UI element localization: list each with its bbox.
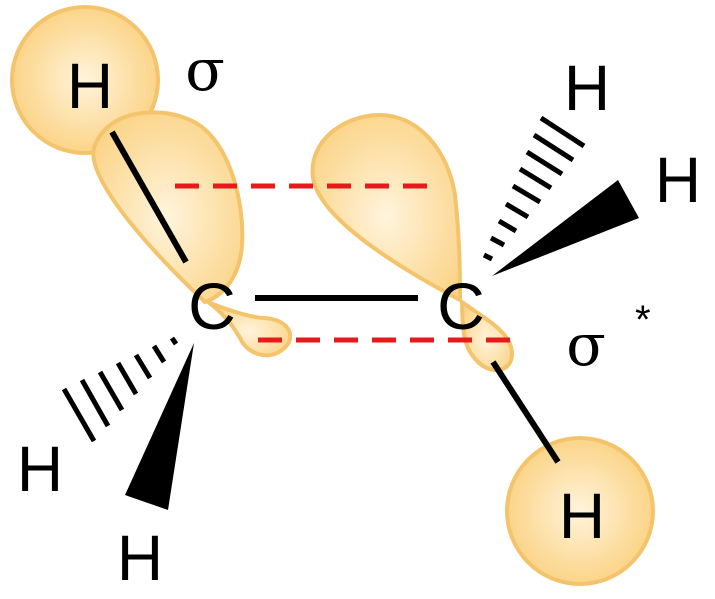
carbon-label-left: C <box>188 269 236 343</box>
sigma-star-asterisk: * <box>635 298 651 342</box>
hashed-wedge-bond-left-bottom <box>61 336 179 443</box>
hashed-wedge-bond-right-top <box>482 115 586 262</box>
sigma-star-orbital-large-lobe <box>310 112 463 304</box>
sigma-star-orbital-label: σ <box>566 311 606 379</box>
solid-wedge-bond-left-bottom <box>125 343 194 510</box>
bond-right-carbon-bottom-hydrogen <box>490 360 561 464</box>
hydrogen-label-right: H <box>655 144 701 216</box>
sigma-star-orbital-small-lobe <box>459 298 514 373</box>
hydrogen-label-bottom-right: H <box>559 480 605 552</box>
sigma-orbital-label: σ <box>185 36 225 104</box>
carbon-label-right: C <box>437 269 485 343</box>
bond-left-carbon-top-hydrogen <box>109 130 189 264</box>
hydrogen-label-top-left: H <box>67 50 113 122</box>
hydrogen-s-orbital-bottom-right <box>505 436 655 586</box>
hydrogen-label-top-right: H <box>564 52 610 124</box>
solid-wedge-bond-right <box>492 180 639 276</box>
hydrogen-label-bottom: H <box>117 522 163 594</box>
hydrogen-label-bottom-left: H <box>17 433 63 505</box>
